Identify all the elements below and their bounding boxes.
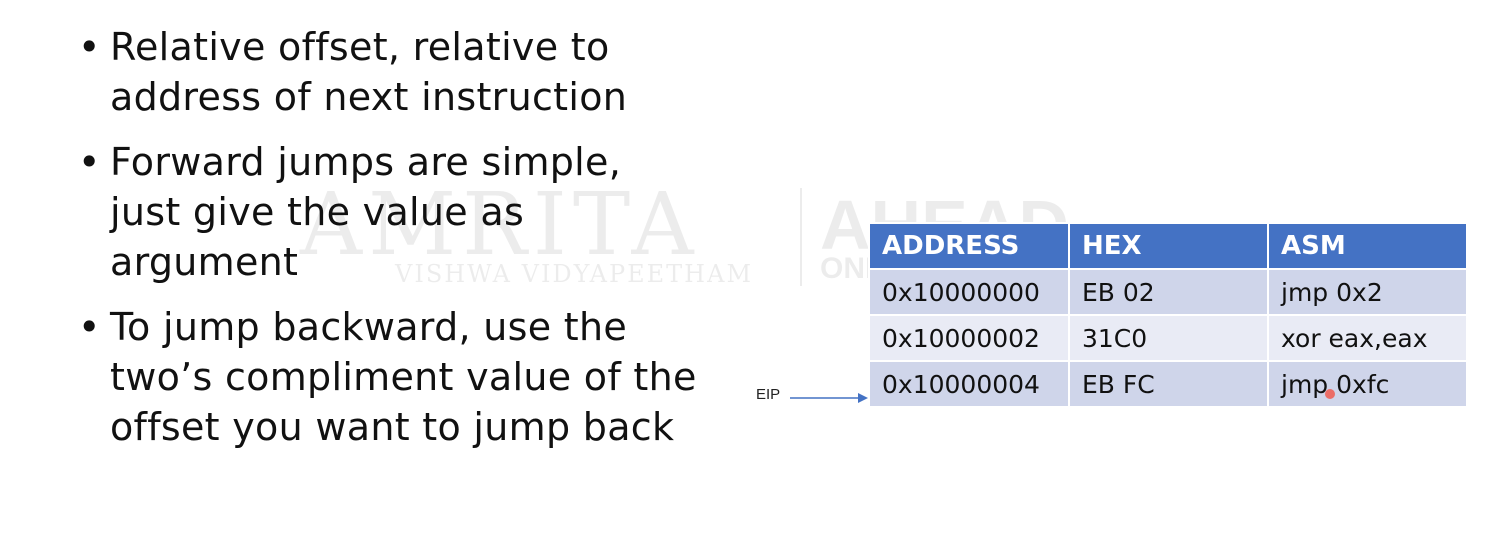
hex-cell: EB FC xyxy=(1068,360,1269,408)
pointer-cursor-icon xyxy=(1325,389,1335,399)
bullet-item: •Relative offset, relative to address of… xyxy=(78,22,758,122)
bullet-text: Relative offset, relative to address of … xyxy=(110,25,628,119)
watermark-divider xyxy=(800,188,802,286)
eip-arrow-icon xyxy=(790,393,868,403)
instruction-table: ADDRESS HEX ASM 0x10000000 EB 02 jmp 0x2… xyxy=(868,222,1468,408)
bullet-icon: • xyxy=(78,305,101,349)
table-row: 0x10000004 EB FC jmp 0xfc xyxy=(868,360,1468,408)
bullet-item: •Forward jumps are simple, just give the… xyxy=(78,137,758,287)
table-header-row: ADDRESS HEX ASM xyxy=(868,222,1468,270)
bullet-list: •Relative offset, relative to address of… xyxy=(78,22,758,467)
bullet-text: To jump backward, use the two’s complime… xyxy=(110,305,697,449)
address-cell: 0x10000004 xyxy=(868,360,1070,408)
asm-cell: xor eax,eax xyxy=(1267,314,1468,362)
asm-cell: jmp 0xfc xyxy=(1267,360,1468,408)
column-header-hex: HEX xyxy=(1068,222,1269,270)
asm-cell: jmp 0x2 xyxy=(1267,268,1468,316)
bullet-text: Forward jumps are simple, just give the … xyxy=(110,140,622,284)
address-cell: 0x10000000 xyxy=(868,268,1070,316)
eip-label: EIP xyxy=(756,386,781,403)
bullet-icon: • xyxy=(78,25,101,69)
hex-cell: 31C0 xyxy=(1068,314,1269,362)
table-row: 0x10000002 31C0 xor eax,eax xyxy=(868,314,1468,362)
column-header-address: ADDRESS xyxy=(868,222,1070,270)
bullet-item: •To jump backward, use the two’s complim… xyxy=(78,302,758,452)
bullet-icon: • xyxy=(78,140,101,184)
address-cell: 0x10000002 xyxy=(868,314,1070,362)
table-row: 0x10000000 EB 02 jmp 0x2 xyxy=(868,268,1468,316)
hex-cell: EB 02 xyxy=(1068,268,1269,316)
column-header-asm: ASM xyxy=(1267,222,1468,270)
